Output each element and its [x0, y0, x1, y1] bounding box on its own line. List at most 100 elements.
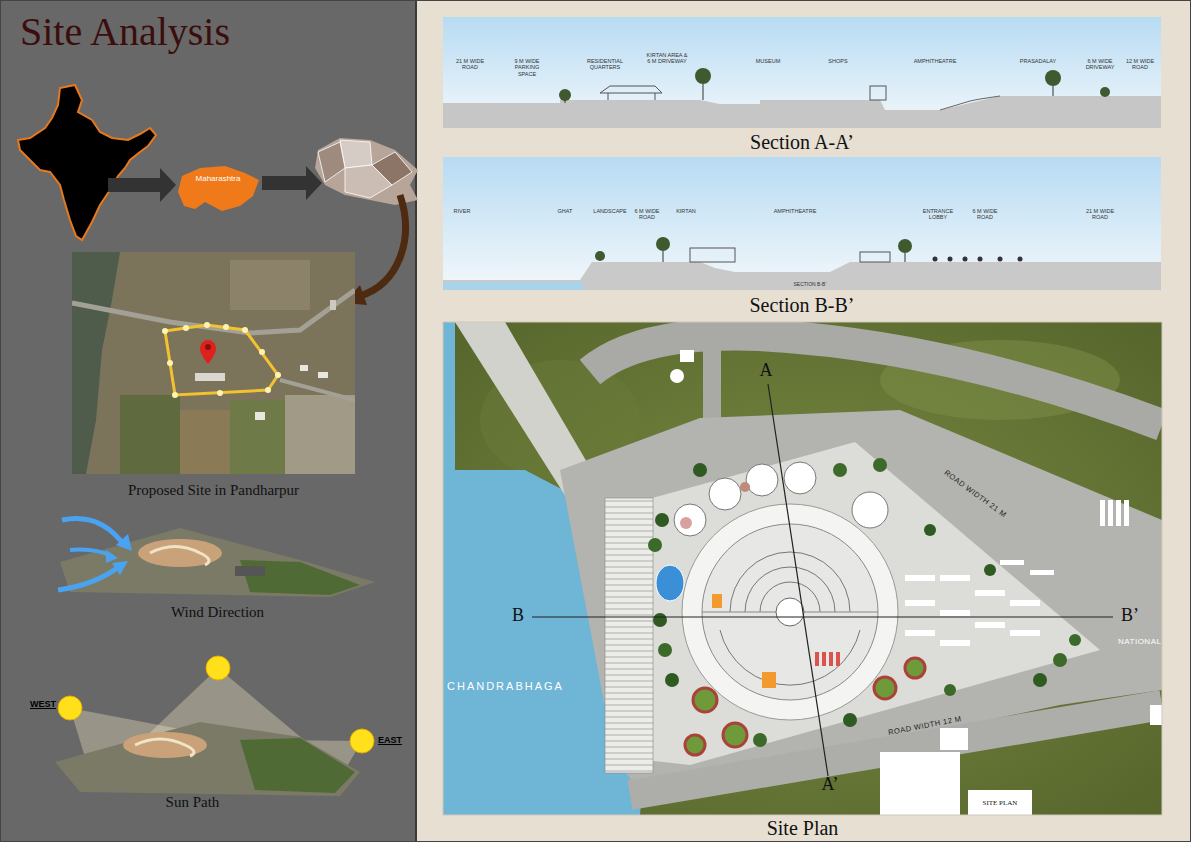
- satellite-image: [180, 410, 230, 474]
- section-figure: Section B-B’: [443, 157, 1161, 316]
- site-plan: [712, 594, 722, 608]
- section-a: [940, 96, 1000, 110]
- section-label: KIRTAN AREA & 6 M DRIVEWAY: [646, 52, 688, 65]
- site-plan: [905, 560, 1065, 660]
- district-map: [318, 142, 345, 182]
- section-label: 9 M WIDE PARKING SPACE: [505, 58, 549, 77]
- section-a: [443, 96, 1161, 128]
- site-plan: [905, 630, 935, 636]
- site-plan: [645, 442, 1100, 765]
- site-plan: [723, 723, 747, 747]
- site-plan: [685, 735, 705, 755]
- site-plan: [670, 369, 684, 383]
- site-plan: [833, 463, 847, 477]
- figure-caption: Proposed Site in Pandharpur: [128, 482, 299, 499]
- site-plan: [940, 728, 968, 750]
- site-plan: [1053, 653, 1067, 667]
- site-plan: [852, 492, 888, 528]
- flow-arrow: [108, 168, 176, 202]
- site-plan: [693, 463, 707, 477]
- figure-caption: Section A-A’: [750, 131, 854, 153]
- figure-caption: Sun Path: [166, 794, 220, 811]
- satellite-image: [242, 327, 248, 333]
- section-a: [695, 68, 711, 84]
- satellite-image: [195, 373, 225, 381]
- section-b: [656, 237, 670, 251]
- india-map: [18, 85, 156, 240]
- road-label: NATIONAL: [1118, 637, 1161, 646]
- satellite-image: [120, 395, 180, 474]
- satellite-image: [285, 395, 355, 474]
- site-plan: [658, 643, 672, 657]
- satellite-image: [72, 252, 120, 474]
- section-a: [655, 93, 656, 100]
- section-label: ENTRANCE LOBBY: [913, 208, 963, 221]
- wind-illustration: [70, 550, 112, 556]
- satellite-image: [172, 392, 178, 398]
- section-a: [600, 86, 662, 93]
- site-plan: [665, 673, 679, 687]
- section-b: [443, 157, 1161, 290]
- satellite-image: [265, 387, 271, 393]
- site-plan: [702, 524, 878, 700]
- site-plan: [815, 652, 819, 666]
- wind-illustration: [58, 518, 375, 597]
- wind-illustration: [138, 539, 222, 567]
- site-plan: [1010, 600, 1040, 606]
- satellite-image: [167, 360, 173, 366]
- site-plan: [443, 322, 1162, 815]
- section-label: GHAT: [550, 208, 580, 214]
- site-plan: [656, 565, 684, 601]
- site-plan: [693, 688, 717, 712]
- site-plan-frame: [443, 322, 1162, 815]
- sun-path-illustration: [135, 739, 194, 756]
- wind-illustration: [235, 566, 265, 576]
- site-plan: [843, 713, 857, 727]
- wind-illustration: [112, 561, 128, 575]
- wind-illustration: [240, 560, 360, 595]
- site-plan: [905, 658, 925, 678]
- section-label: 21 M WIDE ROAD: [1078, 208, 1122, 221]
- site-plan: [940, 575, 970, 581]
- site-plan: [753, 733, 767, 747]
- satellite-image: [230, 400, 285, 474]
- satellite-image: [223, 324, 229, 330]
- satellite-image: [318, 372, 328, 378]
- section-label: RIVER: [445, 208, 479, 214]
- section-marker: A’: [822, 774, 839, 795]
- section-label: AMPHITHEATRE: [770, 208, 820, 214]
- section-label: LANDSCAPE: [592, 208, 628, 214]
- india-map: [18, 85, 156, 240]
- site-plan: [984, 564, 996, 576]
- section-figure: Section A-A’: [443, 17, 1161, 153]
- site-plan: [1100, 500, 1105, 526]
- curved-arrow: [360, 195, 405, 296]
- section-b: [443, 157, 1161, 290]
- section-label: PRASADALAY: [1016, 58, 1060, 64]
- section-label: 6 M WIDE ROAD: [631, 208, 663, 221]
- site-plan: [944, 684, 956, 696]
- wind-illustration: [150, 547, 209, 566]
- site-plan: [829, 652, 833, 666]
- map-label: Maharashtra: [196, 175, 241, 184]
- section-a: [703, 84, 704, 100]
- site-plan: [680, 517, 692, 529]
- section-label: 6 M WIDE ROAD: [967, 208, 1003, 221]
- figure-caption: Section B-B’: [750, 294, 855, 316]
- section-label: SECTION B-B’: [793, 282, 826, 288]
- satellite-image: [217, 390, 223, 396]
- site-plan: [975, 590, 1005, 596]
- sheet-title: Site Analysis: [20, 8, 230, 55]
- site-plan: [532, 616, 1113, 617]
- satellite-image: [200, 340, 216, 364]
- site-plan-figure: Site Plan: [443, 322, 1162, 839]
- satellite-image: [72, 252, 355, 474]
- site-plan: [874, 677, 896, 699]
- site-plan: [680, 350, 694, 362]
- site-plan: [873, 458, 887, 472]
- figure-caption: Wind Direction: [171, 604, 264, 621]
